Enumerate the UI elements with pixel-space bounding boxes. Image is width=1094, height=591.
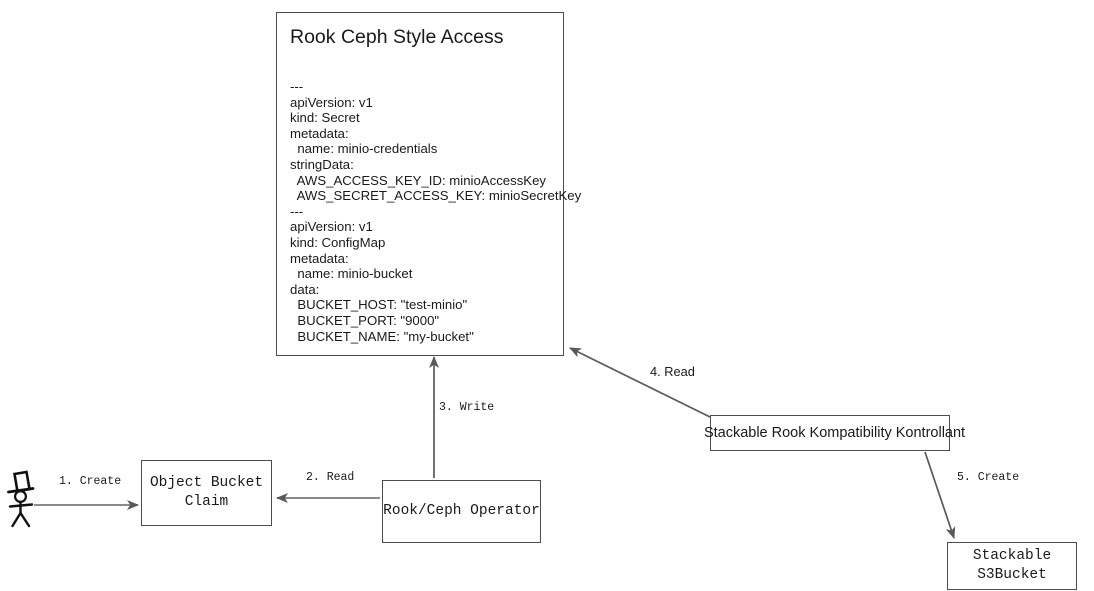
node-object-bucket-claim[interactable]: Object Bucket Claim	[141, 460, 272, 526]
edge-label-create-5: 5. Create	[957, 471, 1020, 484]
edge-read-4	[569, 347, 711, 418]
yaml-manifest-text: --- apiVersion: v1 kind: Secret metadata…	[290, 79, 582, 344]
node-stackable-rook-kompatibility-kontrollant[interactable]: Stackable Rook Kompatibility Kontrollant	[704, 415, 965, 451]
rook-ceph-style-access-card: Rook Ceph Style Access --- apiVersion: v…	[276, 12, 582, 356]
edge-label-write-3: 3. Write	[439, 401, 495, 414]
node-rook-ceph-operator[interactable]: Rook/Ceph Operator	[382, 480, 541, 543]
edge-label-read-4: 4. Read	[650, 364, 695, 379]
node-srkk-label: Stackable Rook Kompatibility Kontrollant	[703, 425, 966, 441]
card-title: Rook Ceph Style Access	[290, 26, 504, 48]
edge-label-create-1: 1. Create	[59, 475, 122, 488]
node-rook-ceph-operator-label: Rook/Ceph Operator	[383, 503, 540, 519]
edge-create-5	[924, 451, 956, 539]
node-stackable-s3bucket[interactable]: Stackable S3Bucket	[947, 542, 1077, 590]
node-object-bucket-claim-label: Object Bucket Claim	[149, 475, 264, 510]
node-stackable-s3bucket-label: Stackable S3Bucket	[972, 548, 1052, 583]
edge-label-read-2: 2. Read	[306, 471, 355, 484]
stick-figure-actor-icon	[7, 470, 35, 528]
